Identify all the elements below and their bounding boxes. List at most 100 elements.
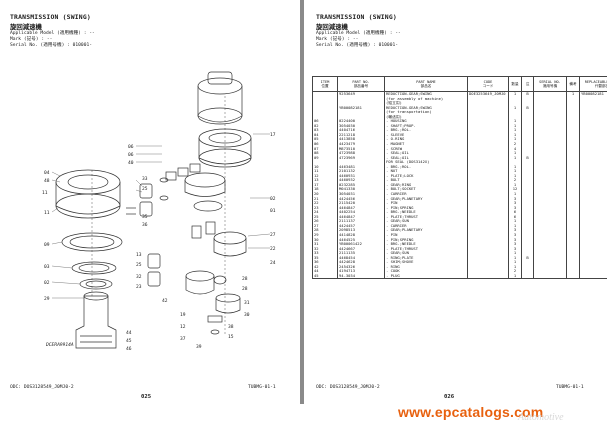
- cell-replaceable-part: [579, 201, 607, 206]
- serial-number: Serial No. (適用号機) : 010001-: [10, 43, 92, 48]
- cell-replaceable-part: [579, 205, 607, 211]
- table-row: (for assembly of machine): [312, 96, 607, 102]
- cell-replaceable-part: [579, 173, 607, 179]
- cell-replaceable-part: [579, 146, 607, 152]
- cell-part-name: . PLUG: [384, 273, 468, 280]
- callout-label: 33: [142, 176, 148, 182]
- callout-label: 28: [242, 286, 248, 292]
- callout-label: 46: [126, 346, 132, 352]
- page-number: 025: [141, 394, 152, 400]
- cell-replaceable-part: [579, 123, 607, 129]
- cell-replaceable-part: [579, 273, 607, 280]
- cell-replaceable-part: [579, 251, 607, 256]
- cell-remarks: [566, 273, 580, 280]
- callout-label: 03: [44, 264, 50, 270]
- cell-note: [521, 273, 534, 280]
- table-row: (輸送用): [312, 114, 607, 120]
- table-row: (組立用): [312, 101, 607, 106]
- page-title: TRANSMISSION (SWING): [316, 13, 397, 21]
- footer-code: ODC: DOS3128549_J0MJ0-2: [10, 385, 74, 390]
- left-page: TRANSMISSION (SWING) 旋回減速機 Applicable Mo…: [0, 0, 300, 404]
- callout-label: 02: [44, 280, 50, 286]
- cell-replaceable-part: [579, 119, 607, 124]
- cell-replaceable-part: [579, 128, 607, 133]
- cell-replaceable-part: [579, 246, 607, 252]
- callout-label: 48: [44, 178, 50, 184]
- callout-label: 15: [228, 334, 234, 340]
- callout-label: 12: [180, 324, 186, 330]
- footer-right: TUBMG-01-1: [556, 385, 584, 390]
- cell-replaceable-part: [579, 182, 607, 188]
- cell-replaceable-part: [579, 264, 607, 270]
- cell-replaceable-part: [579, 160, 607, 165]
- callout-label: 25: [142, 186, 148, 192]
- callout-label: 11: [42, 190, 48, 196]
- table-row: FOR SEAL (DOS3142X): [312, 160, 607, 165]
- cell-item: 45: [312, 273, 338, 280]
- callout-label: 37: [180, 336, 186, 342]
- cell-replaceable-part: [579, 237, 607, 243]
- cell-replaceable-part: [579, 169, 607, 174]
- header-serial-no: SERIAL NO.適用号機: [533, 76, 567, 92]
- applicable-model: Applicable Model (適用機種) : --: [316, 31, 401, 36]
- cell-replaceable-part: [579, 242, 607, 247]
- cell-replaceable-part: [579, 223, 607, 229]
- header-remarks: 備考: [566, 76, 580, 92]
- callout-label: 44: [126, 330, 132, 336]
- cell-replaceable-part: [579, 178, 607, 183]
- callout-label: 25: [136, 262, 142, 268]
- mark: Mark (記号) : --: [316, 37, 359, 42]
- callout-label: 09: [44, 242, 50, 248]
- callout-label: 32: [136, 274, 142, 280]
- cell-replaceable-part: [579, 214, 607, 220]
- bottom-strip: [0, 404, 607, 428]
- callout-label: 19: [180, 312, 186, 318]
- cell-replaceable-part: [579, 114, 607, 120]
- callout-label: 45: [126, 338, 132, 344]
- page-gutter: [300, 0, 304, 428]
- callout-label: 39: [196, 344, 202, 350]
- cell-replaceable-part: [579, 101, 607, 106]
- callout-label: 02: [270, 196, 276, 202]
- cell-replaceable-part: [579, 105, 607, 111]
- cell-replaceable-part: YB00082181: [579, 91, 607, 97]
- table-row: (for transportation): [312, 110, 607, 115]
- callout-label: 35: [142, 214, 148, 220]
- cell-replaceable-part: [579, 151, 607, 156]
- header-qty: 数量: [508, 76, 522, 92]
- cell-replaceable-part: [579, 137, 607, 143]
- page-subtitle: 旋回減速機: [10, 23, 42, 31]
- callout-label: 22: [270, 246, 276, 252]
- cell-replaceable-part: [579, 96, 607, 102]
- header-replaceable-part: REPLACEABLE PART代替部品: [579, 76, 607, 92]
- cell-qty: 1: [508, 273, 522, 280]
- callout-label: 42: [162, 298, 168, 304]
- cell-replaceable-part: [579, 228, 607, 233]
